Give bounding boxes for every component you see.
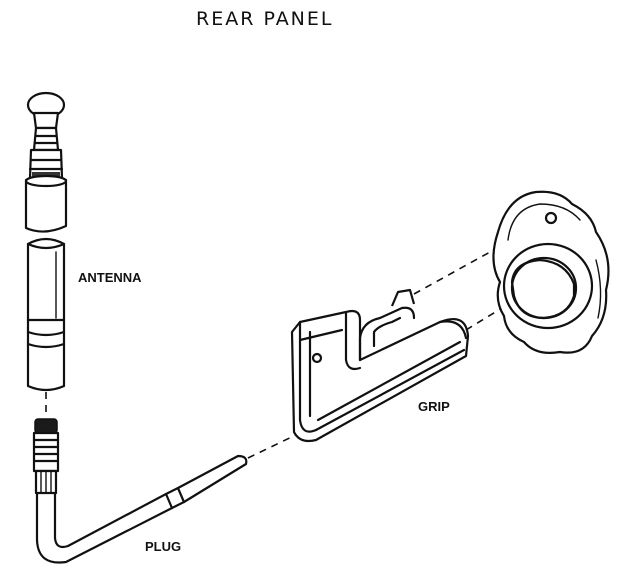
antenna-tip-segments bbox=[28, 126, 64, 180]
plug-label: PLUG bbox=[145, 539, 182, 554]
diagram-title: REAR PANEL bbox=[196, 8, 334, 30]
grip-label: GRIP bbox=[418, 399, 450, 414]
plug-threaded-end bbox=[32, 418, 60, 495]
rear-panel-fragment bbox=[492, 190, 610, 354]
antenna bbox=[24, 91, 68, 392]
plug-grip-guide bbox=[247, 431, 303, 459]
plug-bent-cord bbox=[35, 491, 174, 564]
antenna-break bbox=[26, 237, 66, 246]
antenna-upper-tube bbox=[24, 174, 68, 233]
grip bbox=[290, 288, 470, 443]
antenna-label: ANTENNA bbox=[78, 270, 142, 285]
plug-rod bbox=[164, 454, 248, 510]
panel-hole bbox=[544, 211, 558, 225]
plug bbox=[32, 418, 248, 564]
panel-socket bbox=[502, 242, 594, 330]
antenna-lower-tube bbox=[26, 242, 66, 392]
antenna-knob bbox=[26, 91, 66, 130]
